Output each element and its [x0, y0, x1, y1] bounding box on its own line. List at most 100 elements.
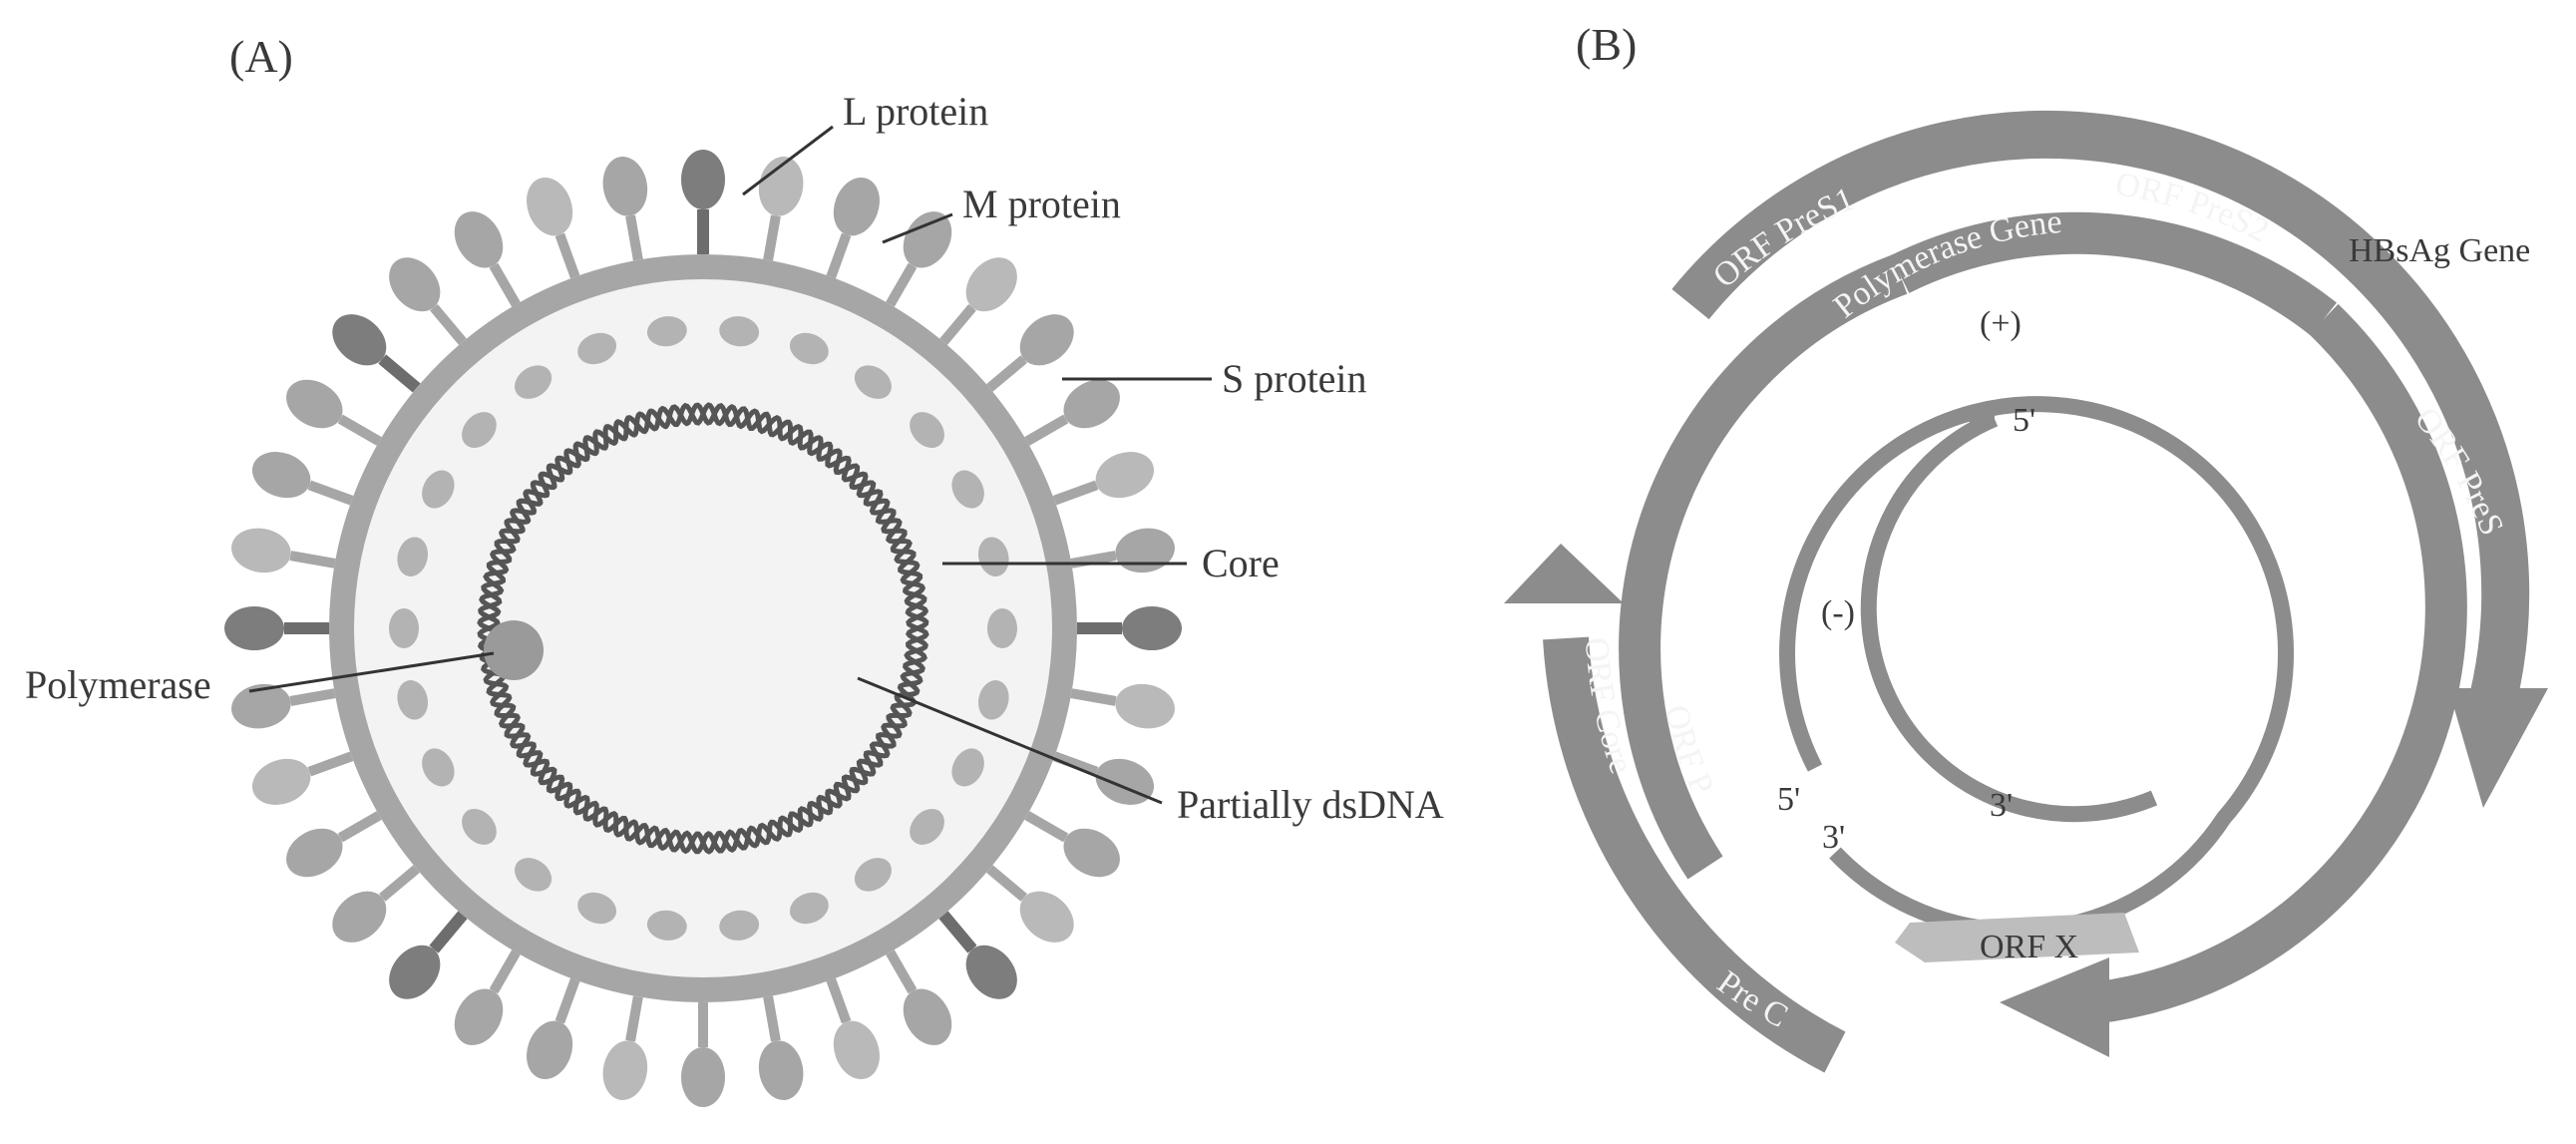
polymerase-gene-arc-right	[2096, 303, 2467, 1023]
surface-protein-spike	[1063, 828, 1120, 878]
three-prime-inner-label: 3'	[1990, 787, 2013, 824]
surface-protein-spike	[286, 379, 343, 429]
spike-stalk	[625, 995, 643, 1042]
spike-stalk	[939, 304, 976, 345]
capsomer	[910, 808, 944, 845]
spike-stalk	[986, 865, 1027, 902]
capsomer	[977, 537, 1009, 576]
surface-protein-spike	[286, 828, 343, 878]
surface-protein-spike	[1095, 758, 1155, 805]
surface-protein-spike	[1063, 379, 1120, 429]
surface-protein-spike	[251, 452, 311, 499]
spike-stalk	[489, 262, 521, 307]
l-protein-label: L protein	[843, 89, 988, 134]
capsomer	[397, 537, 429, 576]
spike-stalk	[379, 865, 420, 902]
capsomer	[646, 910, 687, 941]
surface-protein-spike	[1095, 452, 1155, 499]
spike-stalk	[430, 304, 467, 345]
surface-protein-spike	[833, 177, 880, 236]
surface-protein-spike	[965, 257, 1017, 312]
capsomer	[951, 470, 984, 509]
minus-strand-arc	[1860, 411, 2158, 823]
spike-stalk	[1052, 480, 1099, 506]
panel-b: (B) ORF PreS1 ORF PreS2 Polymerase Gene …	[1504, 19, 2548, 1073]
l-protein-spike	[332, 314, 387, 366]
five-prime-top-label: 5'	[2013, 402, 2035, 439]
spike-stalk	[886, 262, 918, 307]
surface-protein-spike	[602, 1040, 648, 1100]
panel-a: (A) L protein M protein S protein Core P…	[25, 31, 1444, 1107]
l-protein-spike	[389, 945, 441, 999]
capsomer	[389, 608, 419, 648]
capsomer	[422, 470, 455, 509]
capsomer	[789, 892, 829, 925]
surface-protein-spike	[1115, 683, 1175, 729]
surface-protein-spike	[1019, 314, 1074, 366]
spike-stalk	[289, 688, 336, 706]
spike-stalk	[429, 911, 468, 953]
polymerase-label: Polymerase	[25, 662, 211, 707]
spike-stalk	[337, 414, 382, 446]
spike-stalk	[826, 232, 852, 279]
spike-stalk	[886, 950, 918, 994]
dsdna-line	[857, 676, 1163, 805]
three-prime-left-label: 3'	[1822, 819, 1845, 856]
spike-stalk	[554, 977, 580, 1024]
panel-a-title: (A)	[229, 31, 293, 82]
spike-stalk	[763, 214, 781, 261]
surface-protein-spike	[1019, 891, 1074, 943]
l-protein-spike	[965, 945, 1017, 999]
surface-protein-spike	[231, 683, 291, 729]
orf-p-arc	[1619, 254, 1908, 880]
surface-protein-spike	[332, 891, 387, 943]
orf-x-label: ORF X	[1980, 929, 2078, 965]
spike-stalk	[337, 811, 382, 843]
surface-protein-spike	[681, 1047, 725, 1107]
capsomer	[951, 748, 984, 787]
orf-x-arrow	[1895, 913, 2139, 962]
surface-protein-spike	[903, 211, 952, 268]
capsomer	[789, 332, 829, 365]
surface-protein-spike	[833, 1020, 880, 1080]
envelope-interior	[354, 279, 1052, 977]
l-protein-line	[742, 125, 834, 196]
minus-strand-label: (-)	[1821, 594, 1855, 631]
capsomer	[515, 858, 552, 892]
surface-protein-spike	[454, 988, 504, 1045]
capsomer	[910, 412, 944, 449]
polymerase-gene-label: Polymerase Gene	[1827, 203, 2063, 325]
l-protein-spike	[681, 150, 725, 209]
five-prime-left-label: 5'	[1777, 781, 1800, 818]
spike-stalk	[1052, 751, 1099, 777]
hbsag-gene-label: HBsAg Gene	[2349, 232, 2530, 269]
polymerase-body	[484, 620, 544, 680]
polymerase-gene-arc	[1890, 211, 2338, 336]
polymerase-line	[248, 651, 495, 693]
plus-strand-label: (+)	[1980, 305, 2022, 342]
spike-stalk	[938, 911, 977, 953]
m-protein-line	[882, 212, 953, 244]
spike-stalk	[986, 355, 1027, 392]
surface-protein-spike	[527, 177, 573, 236]
spike-stalk	[307, 480, 354, 506]
capsomer	[462, 412, 497, 449]
spike-stalk	[826, 977, 852, 1024]
spike-stalk	[1070, 688, 1117, 706]
spike-stalk	[378, 354, 421, 393]
spike-stalk	[489, 950, 521, 994]
surface-protein-spike	[1115, 528, 1175, 573]
plus-strand-arc	[1779, 396, 2295, 939]
capsomer	[646, 316, 687, 347]
surface-spikes	[224, 150, 1182, 1107]
capsomer	[854, 365, 892, 399]
m-protein-label: M protein	[962, 182, 1121, 226]
surface-protein-spike	[251, 758, 311, 805]
spike-stalk	[307, 751, 354, 777]
surface-protein-spike	[231, 528, 291, 573]
core-label: Core	[1202, 541, 1280, 585]
capsomer	[719, 910, 760, 941]
spike-stalk	[1024, 811, 1069, 843]
partially-dsdna-label: Partially dsDNA	[1177, 782, 1444, 827]
spike-stalk	[1024, 414, 1069, 446]
